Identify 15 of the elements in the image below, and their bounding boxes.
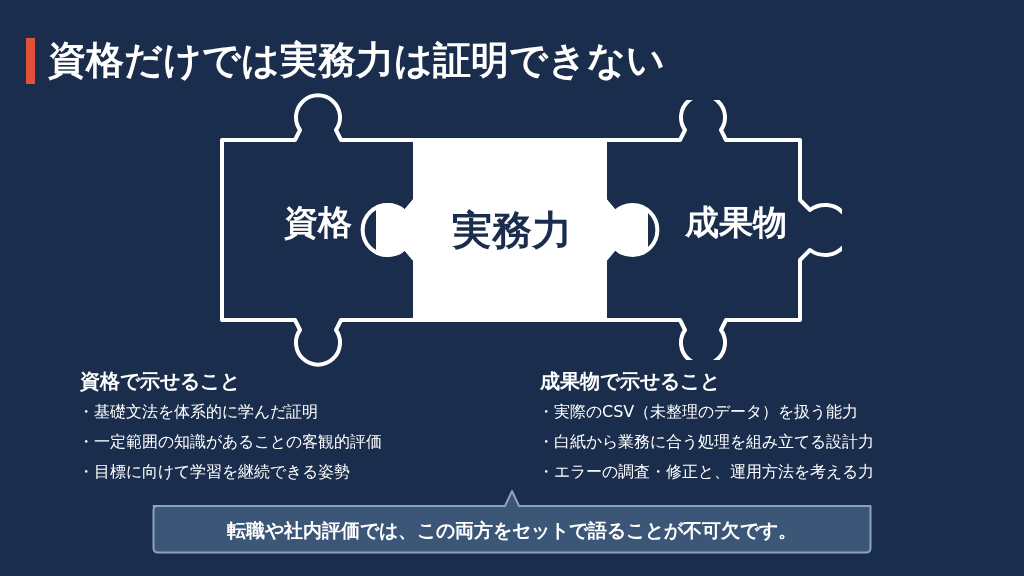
bullet-item: ・実際のCSV（未整理のデータ）を扱う能力 — [538, 402, 859, 423]
slide-title: 資格だけでは実務力は証明できない — [48, 37, 665, 84]
bullet-item: ・白紙から業務に合う処理を組み立てる設計力 — [538, 432, 874, 453]
bullet-item: ・基礎文法を体系的に学んだ証明 — [78, 402, 318, 423]
bullet-item: ・目標に向けて学習を継続できる姿勢 — [78, 462, 350, 483]
section-heading: 成果物で示せること — [540, 368, 720, 395]
puzzle-piece — [376, 136, 648, 324]
bullet-item: ・エラーの調査・修正と、運用方法を考える力 — [538, 462, 874, 483]
bullet-item: ・一定範囲の知識があることの客観的評価 — [78, 432, 382, 453]
piece-label: 成果物 — [684, 201, 788, 243]
callout-bubble — [152, 488, 872, 554]
piece-label: 実務力 — [451, 206, 573, 254]
callout-text: 転職や社内評価では、この両方をセットで語ることが不可欠です。 — [226, 518, 798, 542]
section-heading: 資格で示せること — [80, 368, 240, 395]
piece-label: 資格 — [283, 201, 353, 243]
